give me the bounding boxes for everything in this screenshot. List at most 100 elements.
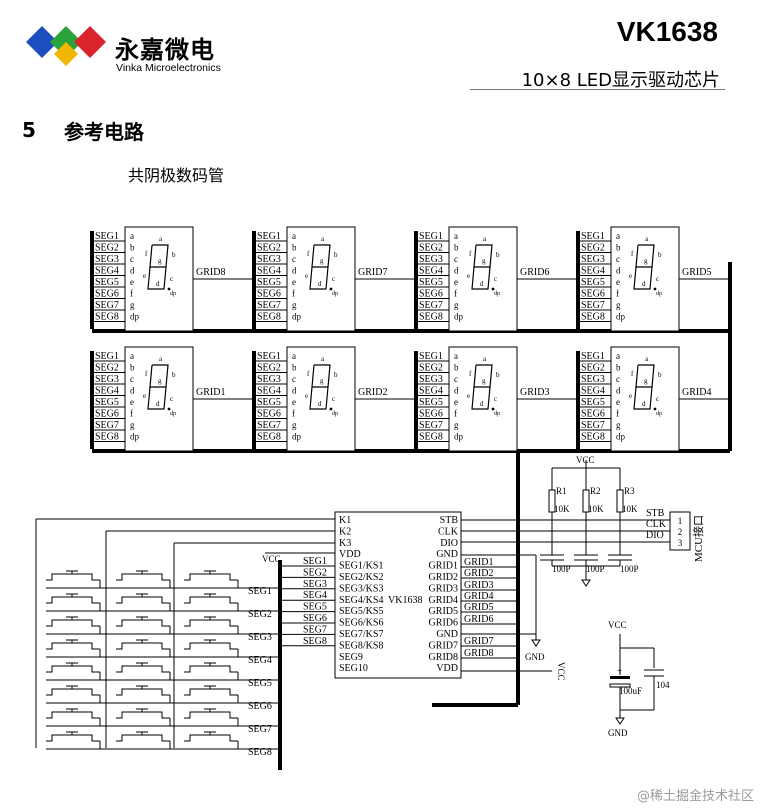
cap1-value: 100uF: [619, 686, 642, 696]
key-seg-label: SEG5: [248, 678, 272, 689]
part-number: VK1638: [616, 16, 718, 47]
digit-seg-letter: a: [616, 231, 620, 241]
seg-d: d: [642, 400, 646, 408]
ic-grid-wire-label: GRID1: [464, 557, 493, 568]
vcc-label: VCC: [608, 620, 627, 630]
digit-outline-bottom: [633, 266, 653, 290]
key-switch: [46, 688, 100, 696]
digit-seg-letter: e: [616, 397, 620, 407]
key-switch: [116, 734, 170, 742]
seg-c: c: [332, 275, 335, 283]
digit-seg-letter: b: [616, 243, 621, 253]
ic-right-pin: VDD: [436, 663, 458, 674]
key-switch: [46, 573, 100, 581]
digit-outline-bottom: [147, 386, 167, 410]
seg-f: f: [631, 250, 634, 258]
digit-seg-letter: d: [616, 266, 621, 276]
ic-left-pin: SEG1/KS1: [339, 561, 383, 572]
key-switch: [116, 573, 170, 581]
section-subtitle: 共阴极数码管: [128, 166, 225, 185]
ic-seg-wire-label: SEG1: [303, 556, 327, 567]
digit-seg-label: SEG2: [581, 243, 605, 254]
ic-seg-wire-label: SEG7: [303, 624, 327, 635]
digit-seg-label: SEG3: [257, 374, 281, 385]
mcu-connector: [669, 511, 691, 551]
vinka-logo: [26, 26, 106, 66]
seg-dp: dp: [494, 411, 500, 417]
digit-seg-label: SEG4: [581, 386, 605, 397]
seg-c: c: [170, 395, 173, 403]
key-switch: [46, 619, 100, 627]
digit-seg-label: SEG7: [95, 420, 119, 431]
seg-dp: dp: [656, 411, 662, 417]
seg-dp: dp: [494, 291, 500, 297]
ic-right-pin: GND: [436, 629, 458, 640]
digit-outline-bottom: [471, 266, 491, 290]
digit-seg-letter: e: [130, 277, 134, 287]
digit-seg-label: SEG6: [419, 409, 443, 420]
brand-name-cn: 永嘉微电: [115, 36, 215, 64]
ic-right-pin: GND: [436, 549, 458, 560]
mcu-pin: 3: [678, 538, 683, 548]
digit-seg-label: SEG5: [581, 277, 605, 288]
seg-e: e: [467, 272, 470, 280]
digit-seg-letter: d: [616, 386, 621, 396]
cap-value: 100P: [620, 564, 639, 574]
digit-seg-letter: a: [292, 351, 296, 361]
ic-left-pin: SEG9: [339, 652, 363, 663]
digit-seg-label: SEG5: [95, 397, 119, 408]
digit-seg-letter: dp: [616, 312, 626, 322]
digit-seg-letter: b: [130, 363, 135, 373]
seg-a: a: [483, 235, 487, 243]
seg-f: f: [307, 250, 310, 258]
seg-g: g: [644, 257, 648, 265]
digit-seg-letter: f: [130, 289, 133, 299]
seg-b: b: [334, 251, 338, 259]
seg-c: c: [170, 275, 173, 283]
seg-e: e: [305, 392, 308, 400]
ic-seg-wire-label: SEG8: [303, 636, 327, 647]
digit-seg-label: SEG4: [419, 266, 443, 277]
key-seg-label: SEG1: [248, 586, 272, 597]
grid-label: GRID1: [196, 387, 225, 398]
ic-seg-wire-label: SEG4: [303, 590, 327, 601]
digit-seg-label: SEG1: [419, 231, 443, 242]
key-switch: [184, 665, 238, 673]
cap-plate: [610, 676, 630, 679]
cap-plate: [609, 683, 631, 688]
ic-right-pin: GRID1: [429, 561, 458, 572]
seg-dp: dp: [170, 291, 176, 297]
digit-seg-label: SEG1: [95, 231, 119, 242]
seg-b: b: [496, 251, 500, 259]
seg-d: d: [156, 400, 160, 408]
digit-outline-bottom: [633, 386, 653, 410]
digit-seg-letter: dp: [292, 432, 302, 442]
digit-seg-label: SEG8: [581, 432, 605, 443]
mcu-pin: 2: [678, 527, 683, 537]
seg-d: d: [318, 400, 322, 408]
ic-right-pin: STB: [440, 515, 459, 526]
digit-seg-letter: b: [454, 243, 459, 253]
digit-seg-letter: c: [616, 254, 620, 264]
resistor-value: 10K: [588, 504, 604, 514]
digit-seg-label: SEG1: [95, 351, 119, 362]
key-switch: [184, 688, 238, 696]
key-seg-label: SEG8: [248, 747, 272, 758]
seg-c: c: [656, 275, 659, 283]
digit-seg-label: SEG3: [419, 374, 443, 385]
key-switch: [184, 596, 238, 604]
section-title: 参考电路: [64, 120, 144, 144]
digit-seg-letter: a: [616, 351, 620, 361]
key-switch: [184, 734, 238, 742]
digit-seg-letter: g: [292, 420, 297, 430]
digit-seg-letter: f: [616, 289, 619, 299]
key-switch: [116, 642, 170, 650]
dp-dot: [653, 287, 657, 291]
digit-seg-letter: f: [292, 409, 295, 419]
digit-seg-label: SEG6: [257, 409, 281, 420]
ic-grid-wire-label: GRID5: [464, 602, 493, 613]
seg-b: b: [496, 371, 500, 379]
digit-seg-label: SEG4: [95, 386, 119, 397]
digit-seg-letter: d: [454, 386, 459, 396]
digit-seg-letter: a: [130, 351, 134, 361]
